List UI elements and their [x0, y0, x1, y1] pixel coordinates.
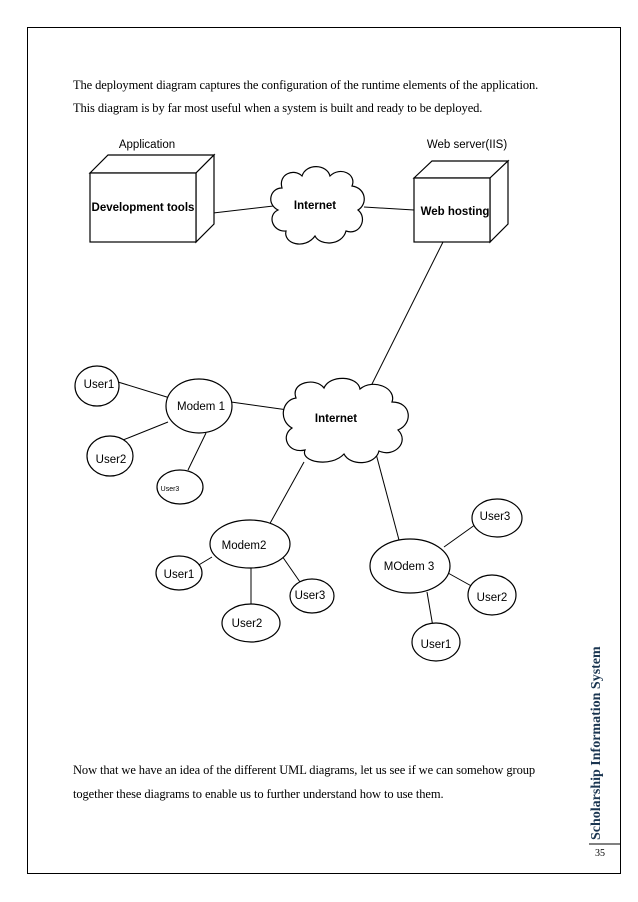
intro-line-2: This diagram is by far most useful when … — [73, 101, 483, 115]
m2-user2-label: User2 — [232, 618, 263, 630]
conn-m1-user1 — [117, 381, 171, 399]
m3-user3-node — [471, 498, 523, 538]
m1-user2-label: User2 — [96, 454, 127, 466]
conn-m1-user2 — [122, 421, 169, 441]
conn-m3-user1 — [426, 591, 434, 628]
internet-cloud-top — [270, 166, 365, 245]
modem1-node — [165, 378, 233, 434]
modem1-label: Modem 1 — [177, 401, 225, 413]
dev-tools-label: Development tools — [92, 202, 195, 214]
conn-m3-user3 — [443, 521, 480, 548]
modem3-node — [369, 538, 451, 594]
outro-line-1: Now that we have an idea of the differen… — [73, 763, 536, 777]
conn-center-modem3 — [374, 449, 400, 541]
intro-line-1: The deployment diagram captures the conf… — [73, 78, 539, 92]
conn-m2-user3 — [281, 555, 301, 583]
application-label: Application — [119, 139, 175, 151]
page-border — [27, 27, 621, 874]
m1-user2-node — [86, 435, 134, 477]
m3-user1-node — [411, 622, 461, 662]
internet-center-label: Internet — [315, 413, 357, 425]
m2-user2-node — [221, 603, 281, 643]
m2-user3-label: User3 — [295, 590, 326, 602]
modem2-label: Modem2 — [222, 540, 267, 552]
conn-internet-webhost — [363, 206, 415, 211]
web-hosting-label: Web hosting — [421, 206, 490, 218]
m1-user3-node — [156, 469, 204, 505]
m3-user3-label: User3 — [480, 511, 511, 523]
sidebar-title: Scholarship Information System — [589, 646, 604, 840]
web-server-label: Web server(IIS) — [427, 139, 507, 151]
page-number: 35 — [595, 848, 605, 859]
m1-user1-label: User1 — [84, 379, 115, 391]
internet-cloud-center — [282, 377, 409, 464]
modem2-node — [209, 519, 291, 569]
conn-center-modem2 — [267, 461, 305, 528]
m2-user1-label: User1 — [164, 569, 195, 581]
internet-top-label: Internet — [294, 200, 336, 212]
m2-user3-node — [289, 578, 335, 614]
m3-user1-label: User1 — [421, 639, 452, 651]
m3-user2-label: User2 — [477, 592, 508, 604]
conn-m1-user3 — [187, 432, 207, 471]
dev-tools-node — [88, 153, 216, 244]
m2-user1-node — [155, 555, 203, 591]
modem3-label: MOdem 3 — [384, 561, 435, 573]
m1-user3-label: User3 — [161, 486, 180, 493]
m1-user1-node — [74, 365, 120, 407]
m3-user2-node — [467, 574, 517, 616]
conn-webhost-center — [370, 241, 444, 387]
web-hosting-node — [412, 159, 510, 244]
outro-line-2: together these diagrams to enable us to … — [73, 787, 444, 801]
